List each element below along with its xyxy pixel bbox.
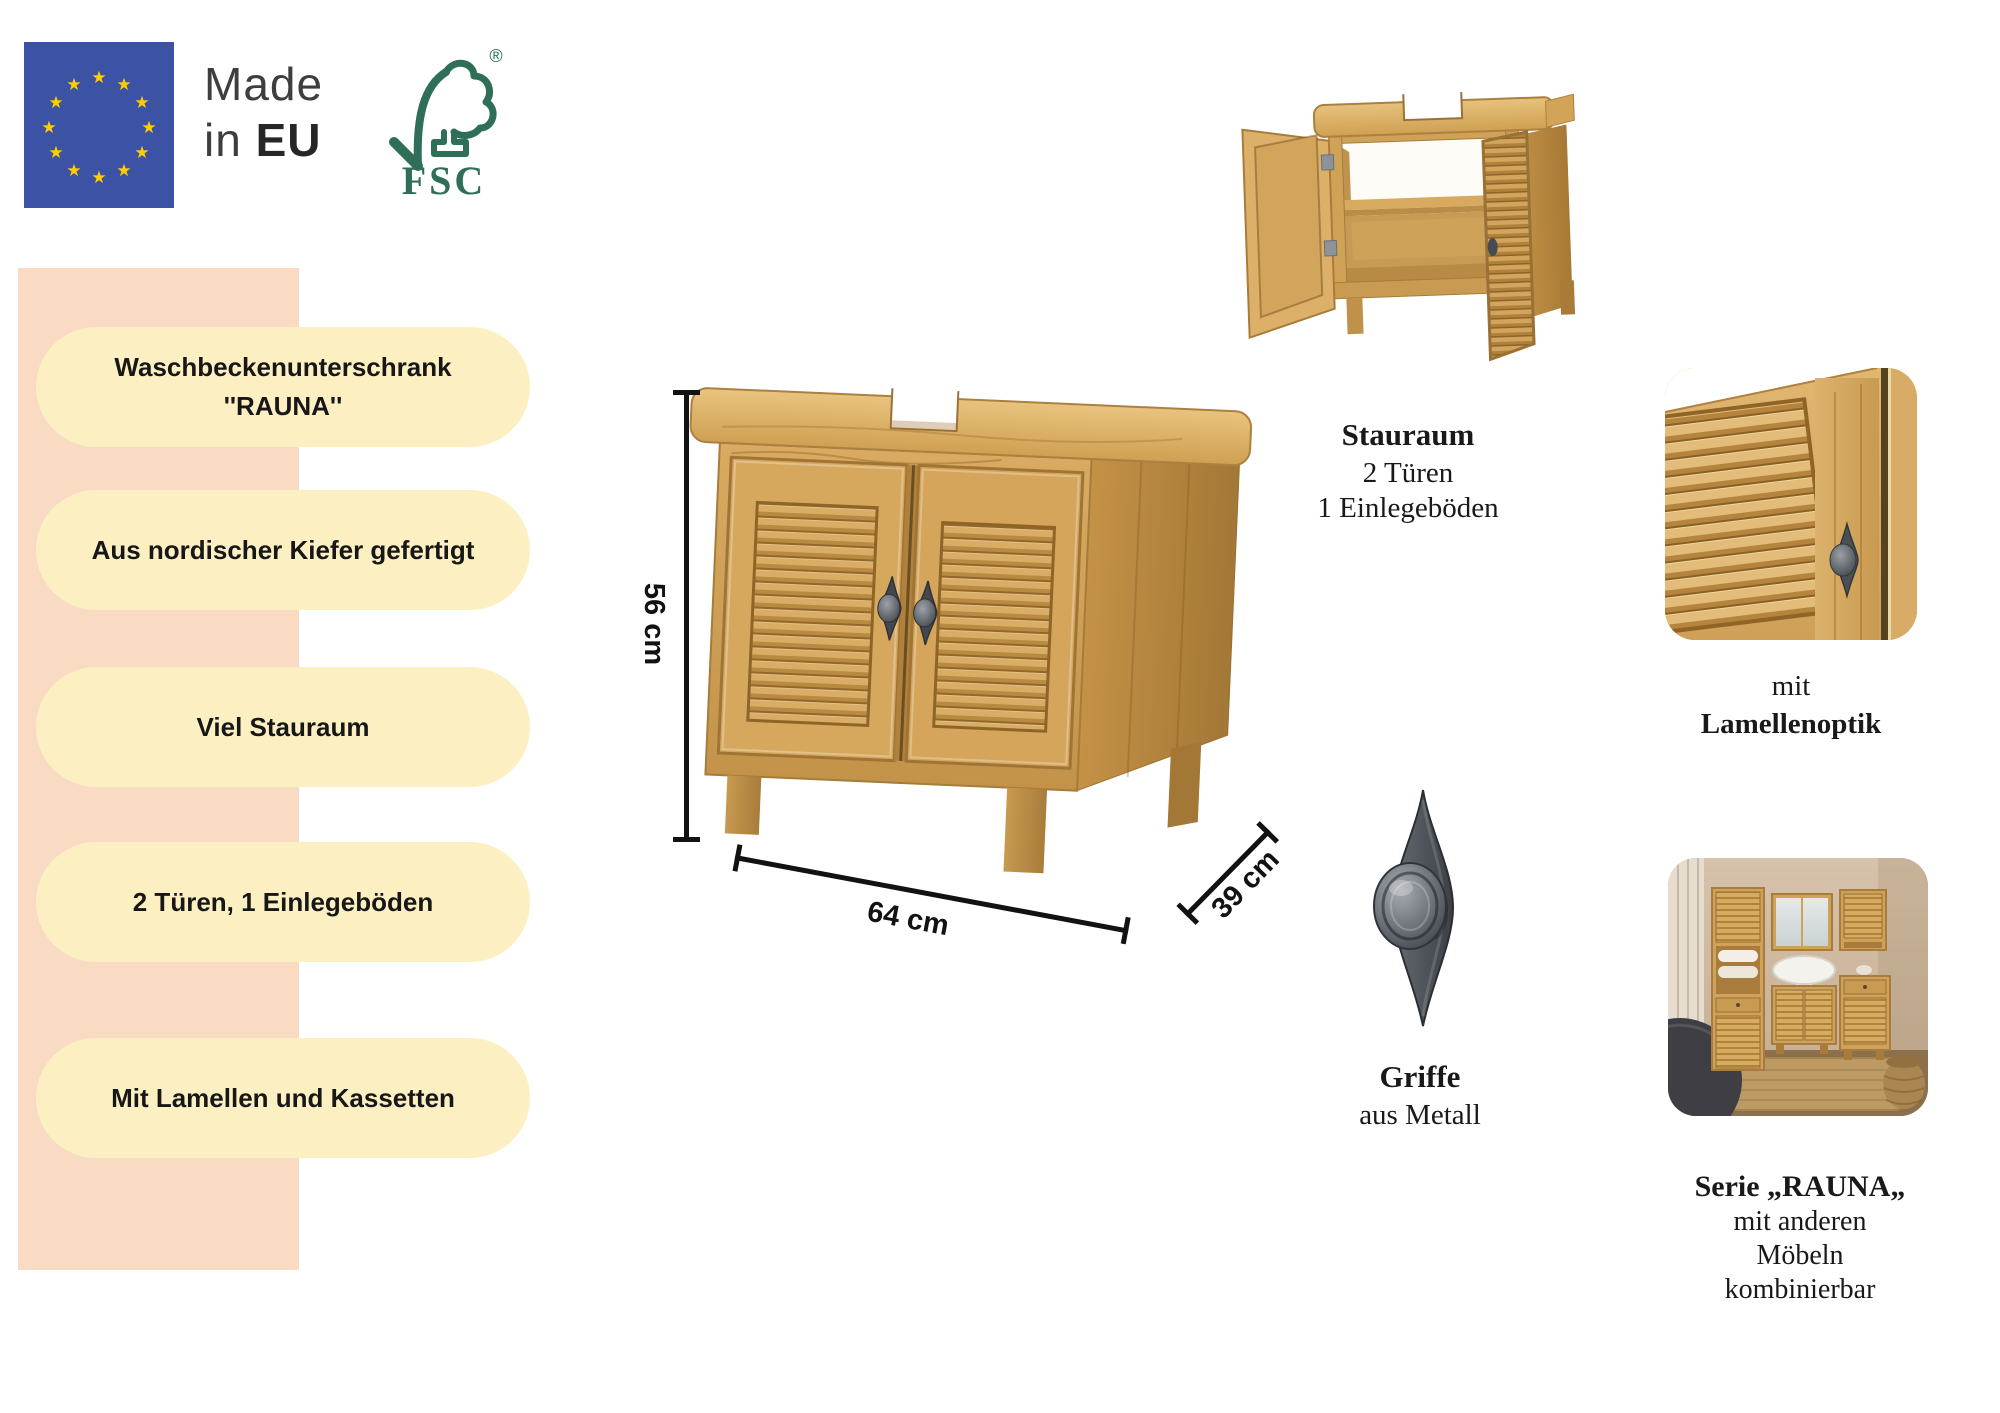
storage-caption-line2: 1 Einlegeböden — [1317, 492, 1499, 524]
open-cabinet-back-leg — [1559, 280, 1576, 315]
louver-caption-line1: mit — [1771, 670, 1811, 702]
product-photo-handle — [1373, 789, 1455, 1027]
svg-text:★: ★ — [66, 161, 81, 180]
series-caption-line2: Möbeln — [1756, 1240, 1844, 1271]
left-door-louver-panel — [746, 500, 879, 728]
louver-door-handle — [1829, 521, 1859, 599]
handle-knob — [1373, 862, 1447, 950]
made-in-line1: Made — [204, 56, 323, 112]
series-caption-line1: mit anderen — [1733, 1206, 1867, 1237]
hinge-bottom — [1323, 240, 1338, 257]
louver-caption-line2: Lamellenoptik — [1700, 708, 1882, 740]
made-word: Made — [204, 58, 324, 110]
wicker-basket — [1883, 1056, 1925, 1109]
svg-text:★: ★ — [116, 161, 131, 180]
open-door-handle — [1487, 238, 1498, 257]
product-photo-series-scene — [1668, 858, 1928, 1116]
svg-text:★: ★ — [134, 143, 149, 162]
cabinet-back-leg — [1167, 742, 1202, 828]
feature-bubble-louvers: Mit Lamellen und Kassetten — [36, 1038, 530, 1158]
made-in-line2: in EU — [204, 112, 323, 168]
handle-caption: Griffe aus Metall — [1300, 1056, 1540, 1133]
eu-flag-icon: ★ ★ ★ ★ ★ ★ ★ ★ ★ ★ ★ ★ — [24, 42, 174, 208]
handle-caption-title: Griffe — [1379, 1059, 1461, 1094]
fsc-text: FSC — [402, 158, 487, 203]
tall-cabinet — [1711, 887, 1765, 1071]
cabinet-side — [1076, 442, 1241, 792]
product-photo-open-cabinet — [1241, 92, 1576, 362]
svg-text:★: ★ — [41, 118, 56, 137]
storage-caption: Stauraum 2 Türen 1 Einlegeböden — [1258, 414, 1558, 526]
svg-text:★: ★ — [134, 93, 149, 112]
svg-text:★: ★ — [66, 75, 81, 94]
right-door-louver-panel — [932, 520, 1057, 733]
series-caption: Serie „RAUNA„ mit anderen Möbeln kombini… — [1662, 1168, 1938, 1307]
open-cabinet-leg — [1346, 297, 1364, 335]
svg-text:★: ★ — [91, 168, 106, 187]
cabinet-front-right-leg — [1003, 787, 1048, 874]
svg-text:★: ★ — [141, 118, 156, 137]
feature-bubble-doors: 2 Türen, 1 Einlegeböden — [36, 842, 530, 962]
sink-cabinet — [1771, 985, 1837, 1054]
curtain — [1668, 858, 1704, 1036]
height-dimension-label: 56 cm — [638, 582, 671, 666]
right-door-handle — [913, 580, 938, 646]
sink-pipe-notch — [890, 388, 959, 432]
louver-caption: mit Lamellenoptik — [1671, 668, 1911, 743]
small-cabinet — [1839, 975, 1891, 1060]
in-word: in — [204, 114, 242, 166]
product-photo-louver-detail — [1665, 368, 1917, 640]
feature-bubble-title: Waschbeckenunterschrank ''RAUNA'' — [36, 327, 530, 447]
left-door-handle — [877, 576, 902, 641]
svg-text:★: ★ — [91, 68, 106, 87]
product-photo-main — [689, 387, 1253, 874]
fsc-registered-mark: ® — [489, 46, 502, 66]
right-wall-cabinet — [1839, 889, 1887, 951]
eu-flag-stars: ★ ★ ★ ★ ★ ★ ★ ★ ★ ★ ★ ★ — [41, 68, 156, 187]
svg-text:★: ★ — [48, 143, 63, 162]
svg-text:★: ★ — [48, 93, 63, 112]
feature-bubble-storage: Viel Stauraum — [36, 667, 530, 787]
mirror-cabinet — [1771, 893, 1833, 951]
made-in-eu-label: Made in EU — [204, 56, 323, 168]
hinge-top — [1320, 154, 1335, 171]
sink-basin — [1772, 955, 1836, 985]
open-right-door — [1481, 130, 1536, 362]
storage-caption-line1: 2 Türen — [1362, 457, 1454, 489]
height-dimension-line — [673, 390, 700, 842]
series-caption-line3: kombinierbar — [1724, 1274, 1876, 1305]
cabinet-front-left-leg — [724, 775, 762, 835]
series-caption-title: Serie „RAUNA„ — [1694, 1170, 1906, 1203]
cabinet-top — [689, 387, 1253, 467]
louver-panel — [1665, 397, 1833, 635]
eu-word: EU — [255, 114, 322, 166]
storage-caption-title: Stauraum — [1341, 417, 1475, 452]
feature-bubble-material: Aus nordischer Kiefer gefertigt — [36, 490, 530, 610]
door-stile — [1815, 378, 1879, 640]
open-cabinet-shelf — [1336, 194, 1514, 211]
open-cabinet-notch — [1403, 92, 1463, 121]
svg-text:★: ★ — [116, 75, 131, 94]
fsc-logo-icon: FSC ® — [389, 46, 503, 203]
handle-caption-line1: aus Metall — [1359, 1099, 1481, 1131]
